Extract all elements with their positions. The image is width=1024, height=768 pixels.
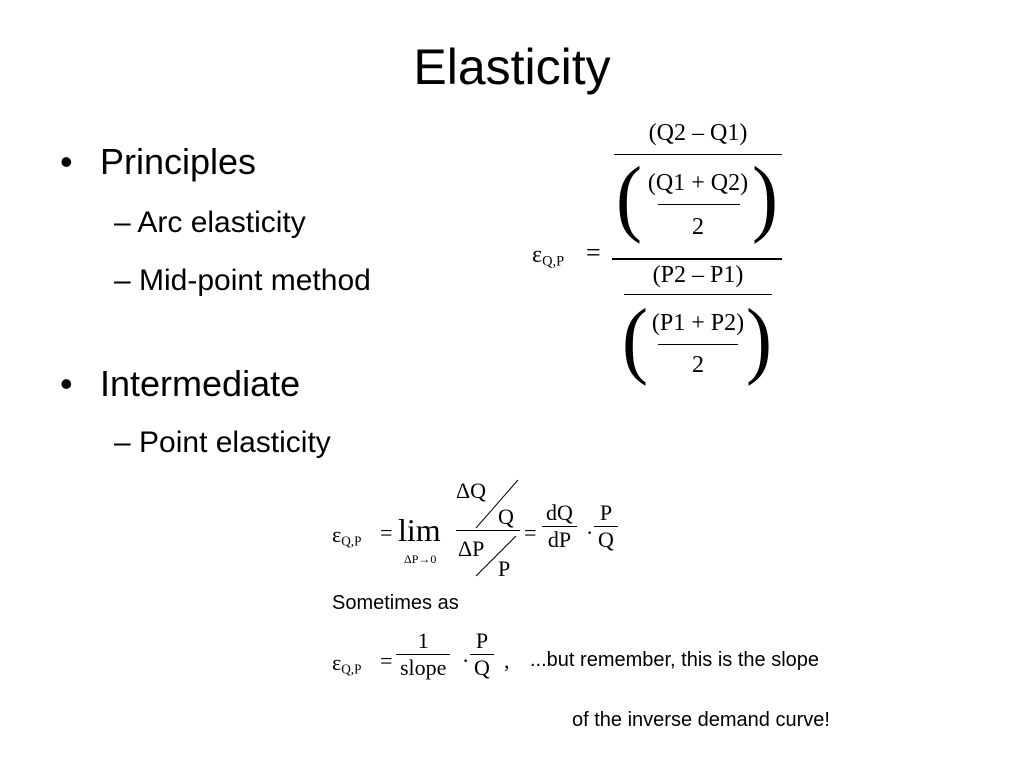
numerator-top: (Q2 – Q1): [648, 120, 748, 146]
equals-sign: =: [380, 648, 393, 673]
epsilon-lhs: εQ,P: [332, 522, 362, 549]
dq-dp-fraction: dQ dP: [542, 500, 577, 553]
denominator-inner-bar: [624, 294, 772, 295]
numerator-mid-bar: [658, 204, 740, 205]
delta-q: ΔQ: [456, 478, 487, 503]
slash-icon: [475, 535, 517, 577]
bullet-intermediate: • Intermediate: [60, 362, 300, 406]
denominator-mid: (P1 + P2): [651, 310, 745, 336]
numerator-bottom: 2: [692, 214, 704, 240]
close-paren-icon: ): [746, 290, 772, 387]
one-over-slope-fraction: 1 slope: [396, 628, 451, 681]
subbullet-label: Point elasticity: [139, 426, 331, 459]
note-line-1: ...but remember, this is the slope: [530, 649, 820, 671]
denominator-bottom: 2: [692, 352, 704, 378]
bullet-icon: •: [60, 141, 73, 182]
lim-fraction-bar: [456, 530, 520, 531]
bullet-icon: •: [60, 363, 73, 404]
main-fraction-bar: [612, 258, 782, 260]
epsilon-lhs: εQ,P: [332, 650, 362, 677]
numerator-inner-bar: [614, 154, 782, 155]
slide-title: Elasticity: [413, 39, 611, 95]
equals-sign: =: [380, 520, 393, 545]
denominator-top: (P2 – P1): [652, 262, 744, 288]
equals-sign: =: [586, 238, 601, 267]
bullet-principles: • Principles: [60, 140, 256, 184]
point-elasticity-formula: εQ,P = lim ΔP→0 ΔQ Q ΔP P = dQ dP · P Q: [332, 474, 632, 584]
p-over-q-fraction: P Q: [470, 628, 494, 681]
subbullet-mid-point-method: – Mid-point method: [114, 262, 371, 300]
open-paren-icon: (: [616, 148, 642, 245]
equals-sign: =: [524, 520, 537, 545]
subbullet-point-elasticity: – Point elasticity: [114, 424, 331, 462]
arc-elasticity-formula: εQ,P = (Q2 – Q1) ( ) (Q1 + Q2) 2 (P2 – P…: [532, 118, 782, 390]
note-line-2: of the inverse demand curve!: [572, 709, 830, 731]
p-small: P: [498, 556, 511, 581]
subbullet-arc-elasticity: – Arc elasticity: [114, 204, 306, 242]
epsilon-lhs: εQ,P: [532, 242, 565, 270]
dash-icon: –: [114, 426, 131, 459]
bullet-label: Intermediate: [100, 363, 301, 404]
denominator-mid-bar: [658, 344, 738, 345]
open-paren-icon: (: [622, 290, 648, 387]
close-paren-icon: ): [752, 148, 778, 245]
p-over-q-fraction: P Q: [594, 500, 618, 553]
bullet-label: Principles: [100, 141, 257, 182]
numerator-mid: (Q1 + Q2): [647, 170, 749, 196]
dot-operator: ·: [586, 520, 594, 545]
sometimes-as-text: Sometimes as: [332, 592, 459, 614]
subbullet-label: Arc elasticity: [137, 206, 306, 239]
lim-operator: lim: [398, 512, 441, 548]
slope-formula: εQ,P = 1 slope · P Q ,: [332, 626, 522, 692]
comma: ,: [504, 648, 510, 673]
slash-icon: [475, 479, 519, 529]
dash-icon: –: [114, 264, 131, 297]
lim-subscript: ΔP→0: [404, 552, 437, 566]
dash-icon: –: [114, 206, 131, 239]
subbullet-label: Mid-point method: [139, 264, 371, 297]
dot-operator: ·: [462, 648, 470, 673]
q-small: Q: [498, 504, 514, 529]
delta-p: ΔP: [458, 536, 485, 561]
